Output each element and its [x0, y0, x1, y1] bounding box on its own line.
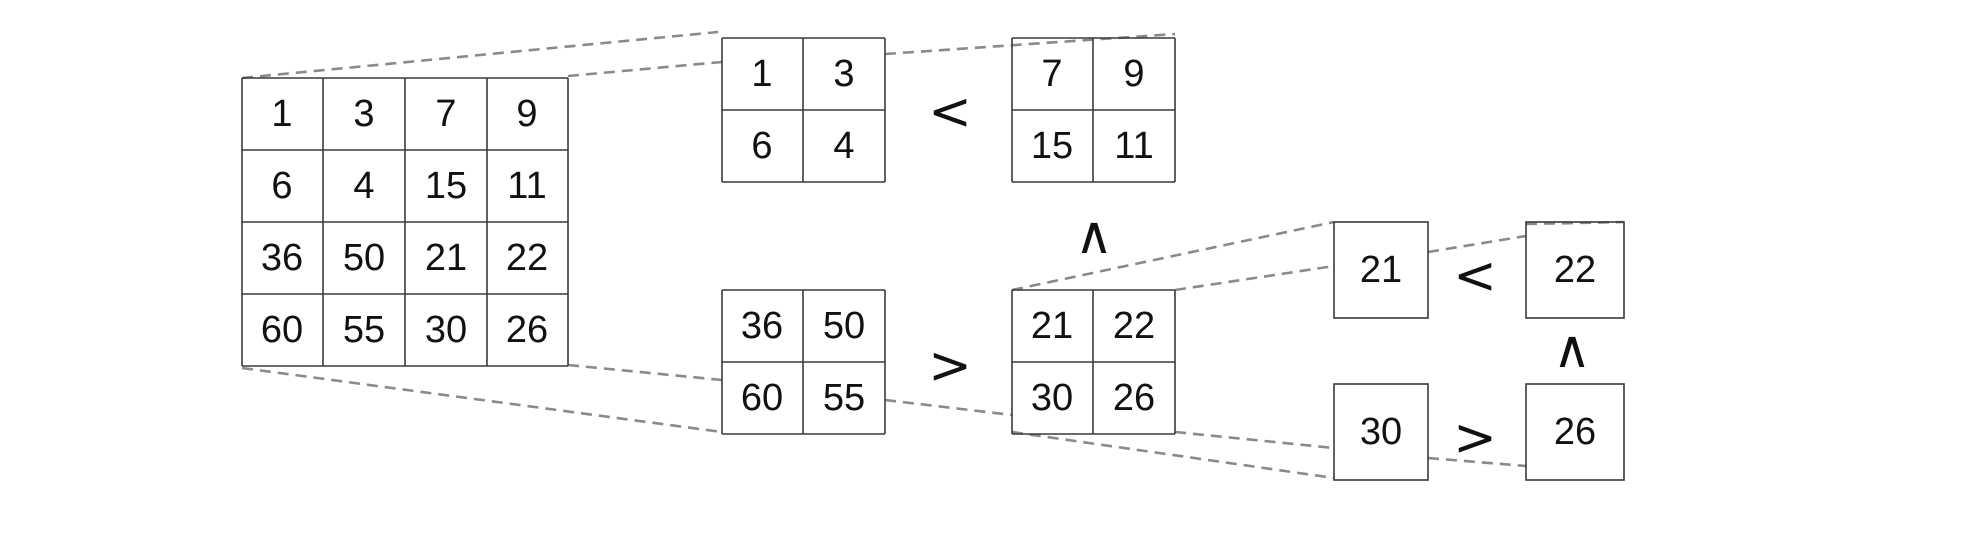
matrix-full-cell: 3 [353, 93, 374, 135]
quadrant-top-right-cell: 9 [1123, 53, 1144, 95]
quadrant-top-right: 7 9 15 11 [1011, 37, 1176, 183]
operator-and-singles: ∧ [1553, 320, 1591, 380]
single-cell-box [1525, 383, 1625, 481]
quadrant-bottom-left-cell: 36 [741, 305, 783, 347]
quadrant-top-left-cell: 1 [751, 53, 772, 95]
connector-top-quadrant-right [884, 32, 1176, 56]
connector-mid-upper-outer [1011, 220, 1335, 292]
single-cell-box [1333, 221, 1429, 319]
operators: < > ∧ < > ∧ [928, 82, 1591, 468]
single-cell-bottom-left: 30 [1360, 411, 1402, 453]
quadrant-top-left-cell: 6 [751, 125, 772, 167]
matrix-full-cell: 15 [425, 165, 467, 207]
quadrant-top-right-cell: 7 [1041, 53, 1062, 95]
matrix-full-cell: 9 [516, 93, 537, 135]
matrix-full-cell: 7 [435, 93, 456, 135]
quadrant-bottom-right-cell: 30 [1031, 377, 1073, 419]
connector-bottom-quadrant-right [884, 398, 1013, 417]
connector-single-top [1427, 234, 1527, 254]
connector-mid-upper-inner [1174, 264, 1335, 292]
single-cell-box [1333, 383, 1429, 481]
single-cell-top-right: 22 [1554, 249, 1596, 291]
single-cells: 21 22 30 26 [1333, 221, 1625, 481]
quadrant-bottom-left-cell: 60 [741, 377, 783, 419]
connector-bottom-inner [567, 363, 723, 382]
quadrant-top-left-cell: 4 [833, 125, 854, 167]
quadrant-bottom-left-cell: 55 [823, 377, 865, 419]
matrix-full-cell: 21 [425, 237, 467, 279]
matrix-full-cell: 60 [261, 309, 303, 351]
connector-bottom-outer [241, 366, 723, 434]
matrix-full: 1 3 7 9 6 4 15 11 36 50 21 22 60 55 30 2… [241, 77, 569, 367]
matrix-full-grid [241, 77, 569, 367]
connector-mid-lower-inner [1174, 430, 1335, 450]
matrix-full-cell: 50 [343, 237, 385, 279]
operator-greater-than-bottom: > [928, 336, 972, 396]
matrix-full-cell: 26 [506, 309, 548, 351]
operator-less-than-top: < [928, 82, 972, 142]
quadrant-top-left: 1 3 6 4 [721, 37, 886, 183]
connector-single-bottom [1427, 456, 1527, 468]
connector-top-outer [241, 30, 719, 80]
quadrant-bottom-right-cell: 21 [1031, 305, 1073, 347]
matrix-full-cell: 4 [353, 165, 374, 207]
quadrant-top-right-cell: 15 [1031, 125, 1073, 167]
matrix-full-cell: 55 [343, 309, 385, 351]
quadrant-bottom-right-cell: 22 [1113, 305, 1155, 347]
single-cell-box [1525, 221, 1625, 319]
matrix-full-cell: 1 [271, 93, 292, 135]
connector-top-inner [567, 60, 723, 78]
quadrant-bottom-right-cell: 26 [1113, 377, 1155, 419]
quadrant-bottom-left: 36 50 60 55 [721, 289, 886, 435]
operator-less-than-singles: < [1453, 246, 1497, 306]
quadrant-bottom-right: 21 22 30 26 [1011, 289, 1176, 435]
matrix-full-cell: 36 [261, 237, 303, 279]
single-cell-top-left: 21 [1360, 249, 1402, 291]
single-cell-bottom-right: 26 [1554, 411, 1596, 453]
quadrant-bottom-left-cell: 50 [823, 305, 865, 347]
operator-and-quadrants: ∧ [1075, 206, 1113, 266]
operator-greater-than-singles: > [1453, 408, 1497, 468]
matrix-full-cell: 22 [506, 237, 548, 279]
matrix-full-cell: 11 [507, 165, 546, 207]
quadrant-top-left-cell: 3 [833, 53, 854, 95]
matrix-full-cell: 6 [271, 165, 292, 207]
matrix-full-cell: 30 [425, 309, 467, 351]
quadrant-top-right-cell: 11 [1114, 125, 1153, 167]
connector-mid-lower-outer [1011, 430, 1335, 480]
